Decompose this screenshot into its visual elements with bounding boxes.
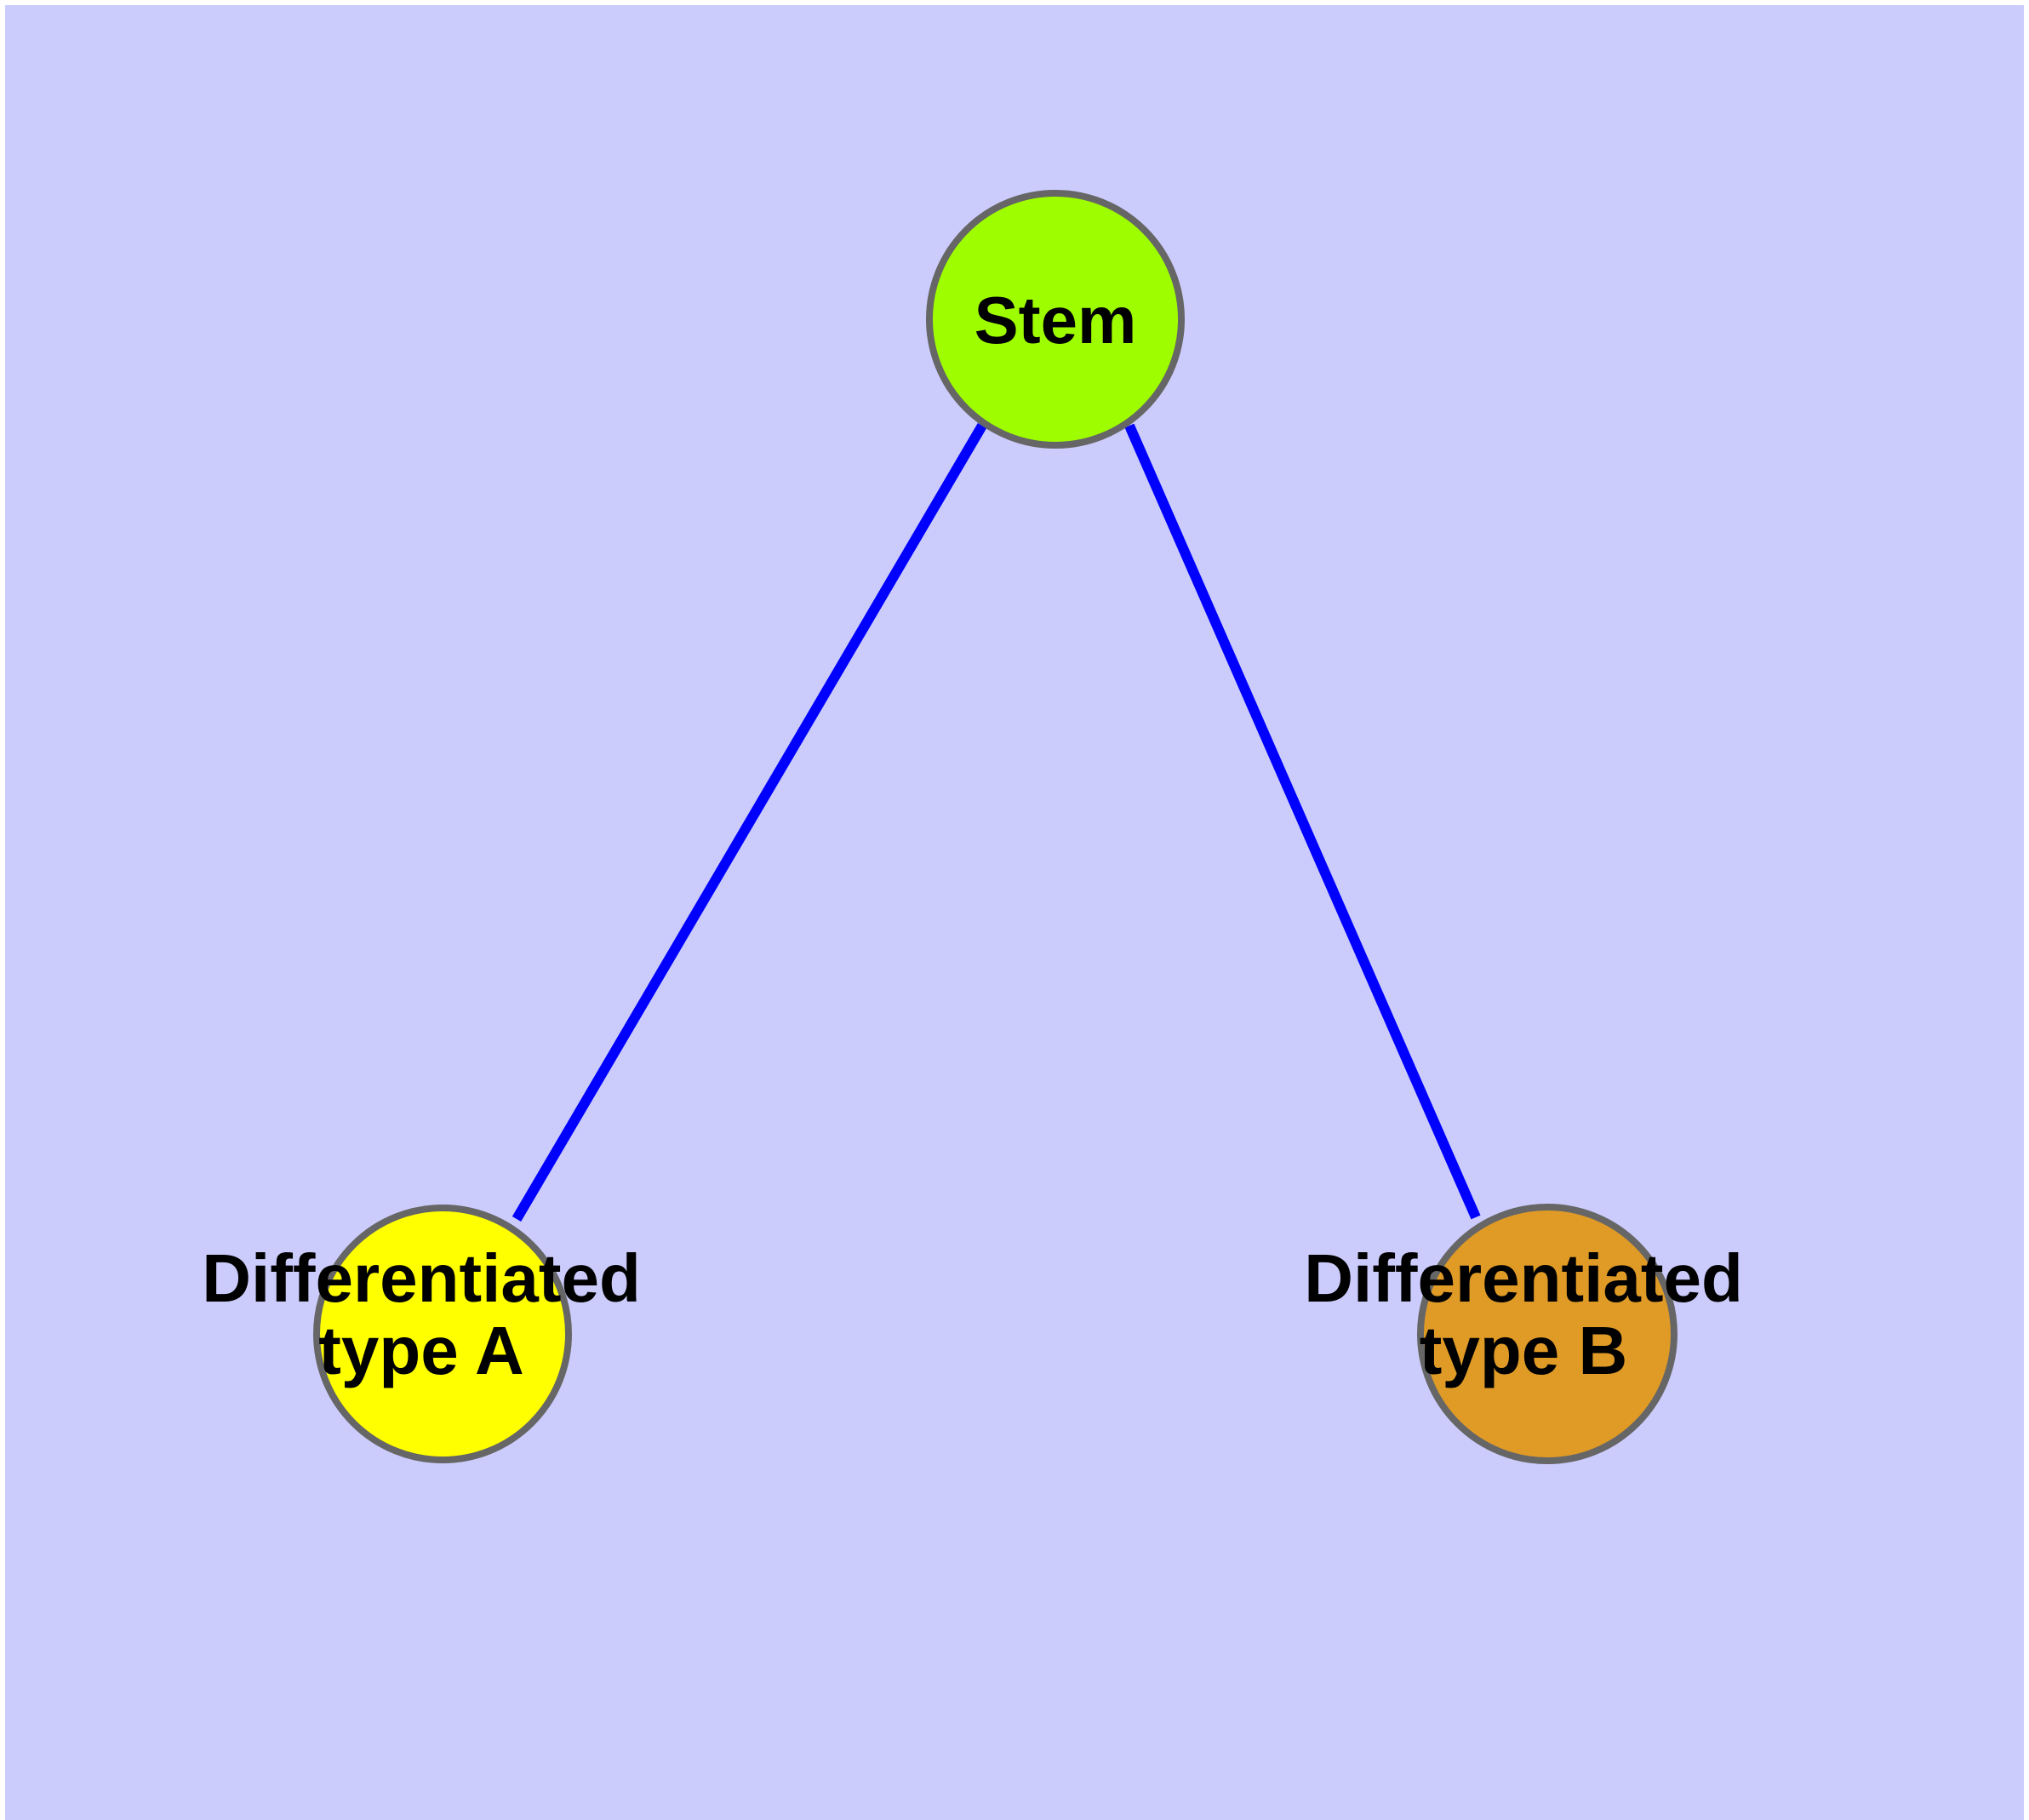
edge-stem-to-differentiated-type-a[interactable] <box>512 422 987 1222</box>
node-differentiated-type-a[interactable] <box>313 1205 572 1463</box>
node-differentiated-type-b[interactable] <box>1417 1204 1677 1464</box>
node-stem[interactable] <box>926 190 1185 449</box>
node-layer <box>313 190 1677 1464</box>
edge-layer <box>512 422 1481 1222</box>
edge-stem-to-differentiated-type-b[interactable] <box>1124 423 1481 1220</box>
